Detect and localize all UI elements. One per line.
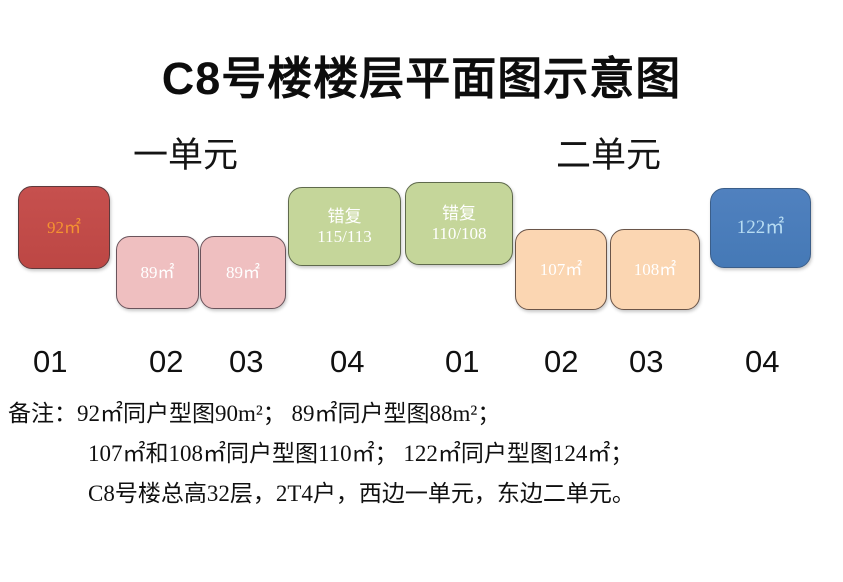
apartment-number-8: 04 <box>745 344 780 379</box>
apartment-box-115-113: 错复 115/113 <box>288 187 401 266</box>
page-title: C8号楼楼层平面图示意图 <box>161 53 682 104</box>
apartment-box-108: 108㎡ <box>610 229 700 310</box>
apartment-box-122-line1: 122㎡ <box>736 217 785 239</box>
apartment-box-92-line1: 92㎡ <box>47 217 81 237</box>
apartment-box-89-b-line1: 89㎡ <box>226 262 260 282</box>
apartment-box-89-b: 89㎡ <box>200 236 286 309</box>
unit-label-one: 一单元 <box>133 136 239 175</box>
apartment-box-115-113-line2: 115/113 <box>317 226 372 246</box>
apartment-number-1: 01 <box>33 344 68 379</box>
apartment-box-110-108-line2: 110/108 <box>431 223 487 243</box>
note-line-1: 备注：92㎡同户型图90m²； 89㎡同户型图88m²； <box>8 401 501 426</box>
apartment-box-92: 92㎡ <box>18 186 110 269</box>
apartment-number-2: 02 <box>149 344 184 379</box>
apartment-box-107: 107㎡ <box>515 229 607 310</box>
apartment-number-4: 04 <box>330 344 365 379</box>
apartment-box-89-a: 89㎡ <box>116 236 199 309</box>
apartment-box-107-line1: 107㎡ <box>539 259 583 279</box>
apartment-box-122: 122㎡ <box>710 188 811 268</box>
apartment-box-89-a-line1: 89㎡ <box>140 262 175 282</box>
apartment-number-6: 02 <box>544 344 579 379</box>
apartment-number-row: 01 02 03 04 01 02 03 04 <box>0 344 843 388</box>
apartment-number-7: 03 <box>629 344 664 379</box>
apartment-number-5: 01 <box>445 344 480 379</box>
apartment-box-110-108: 错复 110/108 <box>405 182 513 265</box>
unit-label-two: 二单元 <box>556 136 662 175</box>
apartment-box-115-113-line1: 错复 <box>327 207 362 227</box>
note-line-3: C8号楼总高32层，2T4户，西边一单元，东边二单元。 <box>88 481 635 506</box>
apartment-box-110-108-line1: 错复 <box>442 204 476 224</box>
notes-block: 备注：92㎡同户型图90m²； 89㎡同户型图88m²； 107㎡和108㎡同户… <box>0 394 843 514</box>
apartment-box-108-line1: 108㎡ <box>633 259 677 279</box>
note-line-2: 107㎡和108㎡同户型图110㎡； 122㎡同户型图124㎡； <box>88 441 634 466</box>
apartment-number-3: 03 <box>229 344 264 379</box>
